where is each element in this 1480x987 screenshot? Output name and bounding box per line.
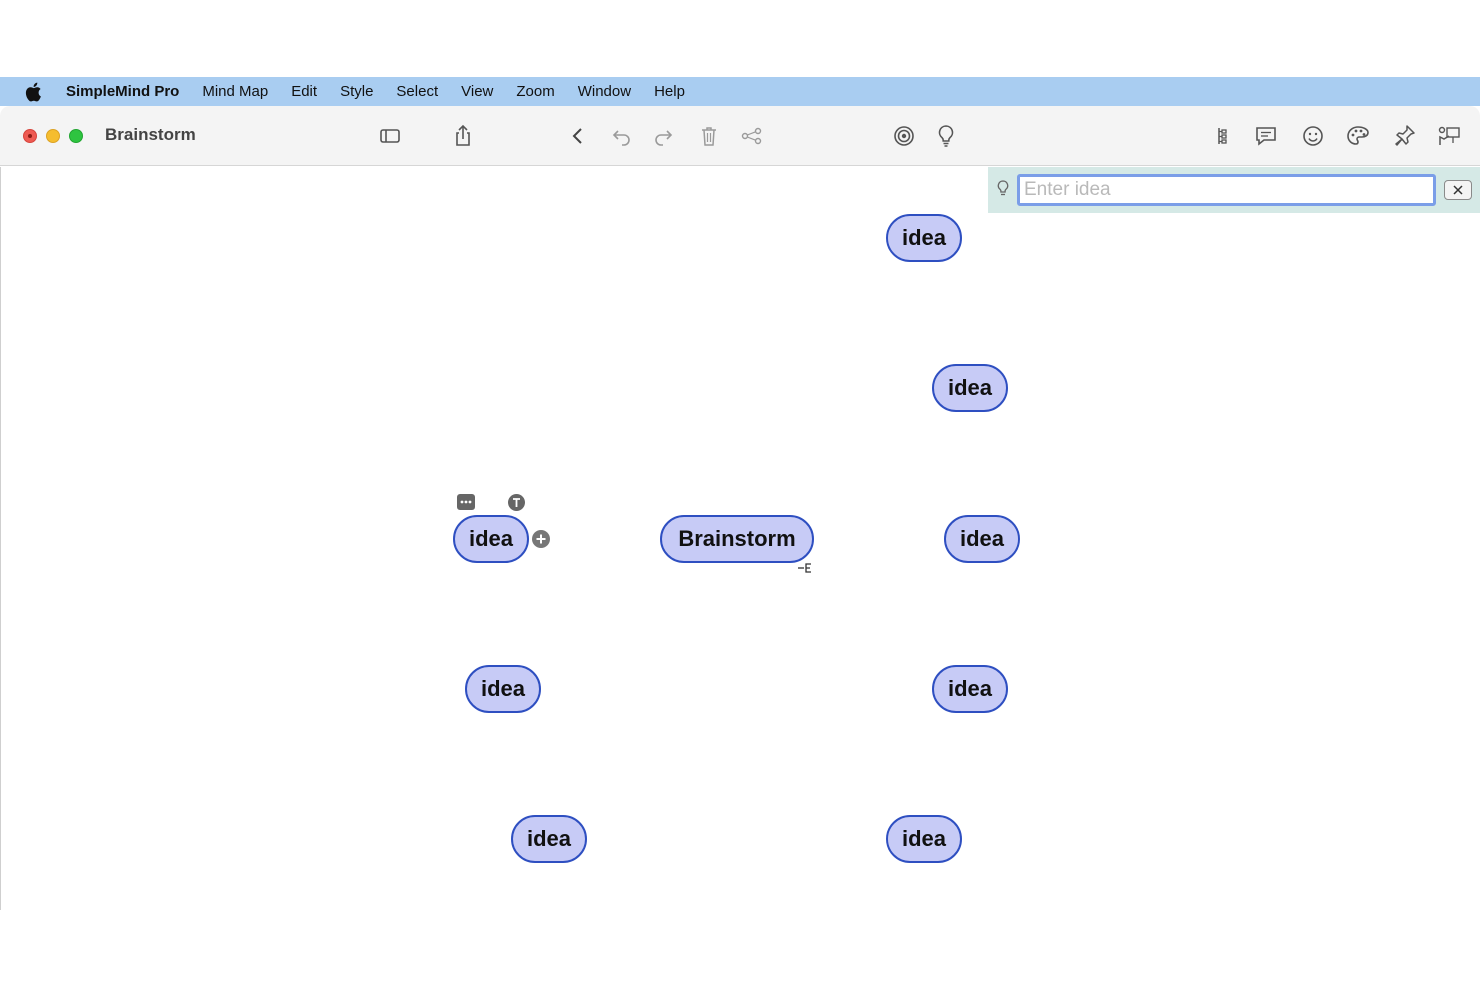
menu-style[interactable]: Style	[340, 83, 374, 100]
app-window: Brainstorm	[0, 106, 1480, 910]
close-icon	[1453, 185, 1463, 195]
menu-mind-map[interactable]: Mind Map	[202, 83, 269, 100]
minimize-window-button[interactable]	[46, 129, 60, 143]
menu-help[interactable]: Help	[654, 83, 685, 100]
menu-zoom[interactable]: Zoom	[516, 83, 555, 100]
menu-app-name[interactable]: SimpleMind Pro	[66, 83, 180, 100]
emoji-button[interactable]	[1298, 121, 1328, 151]
back-icon	[572, 128, 582, 144]
close-window-button[interactable]	[23, 129, 37, 143]
idea-node[interactable]: idea	[932, 364, 1008, 412]
redo-button[interactable]	[648, 121, 678, 151]
collapse-handle-icon[interactable]	[797, 561, 813, 579]
note-button[interactable]	[1251, 121, 1281, 151]
menu-view[interactable]: View	[461, 83, 494, 100]
layout-button[interactable]	[1207, 121, 1237, 151]
presenter-button[interactable]	[1434, 121, 1464, 151]
close-idea-bar-button[interactable]	[1444, 180, 1472, 200]
idea-entry-bar	[988, 167, 1480, 213]
undo-icon	[612, 130, 630, 146]
idea-node[interactable]: idea	[465, 665, 541, 713]
delete-button[interactable]	[694, 121, 724, 151]
central-topic-node[interactable]: Brainstorm	[660, 515, 814, 563]
style-button[interactable]	[1343, 121, 1373, 151]
lightbulb-icon	[938, 125, 954, 147]
add-child-icon[interactable]	[532, 530, 550, 553]
palette-icon	[1347, 126, 1369, 145]
sidebar-icon	[380, 129, 400, 143]
target-icon	[894, 126, 914, 146]
back-button[interactable]	[563, 121, 593, 151]
note-icon	[1256, 127, 1276, 146]
layout-icon	[1218, 128, 1227, 144]
relations-icon	[741, 127, 762, 145]
emoji-icon	[1303, 126, 1323, 146]
share-button[interactable]	[448, 121, 478, 151]
share-icon	[456, 124, 470, 146]
pin-button[interactable]	[1390, 121, 1420, 151]
window-toolbar: Brainstorm	[0, 106, 1480, 166]
focus-button[interactable]	[889, 121, 919, 151]
window-title: Brainstorm	[105, 125, 196, 144]
redo-icon	[655, 130, 673, 146]
idea-node[interactable]: idea	[932, 665, 1008, 713]
menu-window[interactable]: Window	[577, 83, 632, 100]
enter-idea-input[interactable]	[1017, 174, 1436, 206]
menu-select[interactable]: Select	[396, 83, 439, 100]
undo-button[interactable]	[607, 121, 637, 151]
idea-node[interactable]: idea	[944, 515, 1020, 563]
brainstorm-button[interactable]	[931, 121, 961, 151]
idea-node[interactable]: idea	[886, 815, 962, 863]
more-options-icon[interactable]	[457, 494, 475, 515]
selected-idea-node[interactable]: idea	[453, 515, 529, 563]
presenter-icon	[1438, 126, 1460, 145]
relation-button[interactable]	[737, 121, 767, 151]
idea-node[interactable]: idea	[886, 214, 962, 262]
maximize-window-button[interactable]	[69, 129, 83, 143]
pin-icon	[1395, 125, 1415, 146]
menu-edit[interactable]: Edit	[291, 83, 318, 100]
idea-node[interactable]: idea	[511, 815, 587, 863]
lightbulb-icon	[997, 180, 1009, 203]
sidebar-toggle-button[interactable]	[375, 121, 405, 151]
trash-icon	[702, 127, 716, 146]
apple-logo-icon[interactable]	[24, 82, 42, 102]
menu-bar: SimpleMind Pro Mind Map Edit Style Selec…	[0, 77, 1480, 106]
text-format-icon[interactable]	[508, 494, 525, 516]
